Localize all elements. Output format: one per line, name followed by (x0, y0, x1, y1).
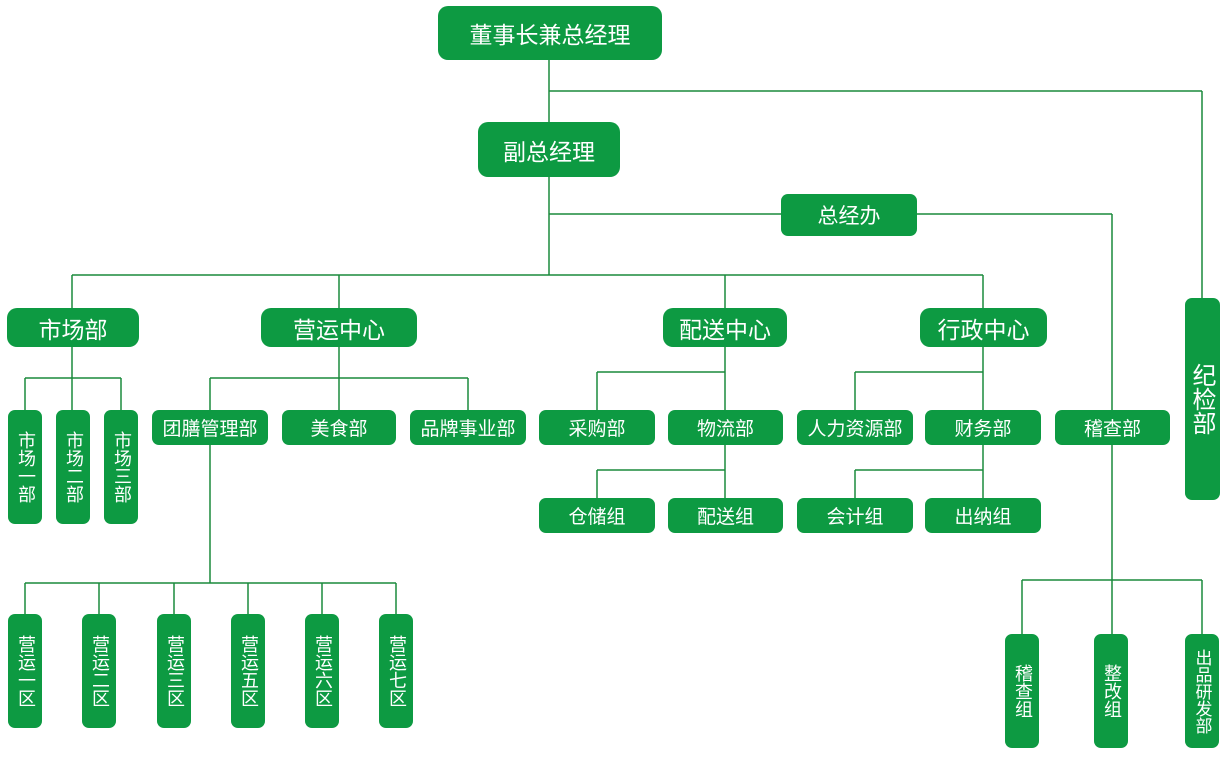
market-sub-2: 市场二部 (56, 410, 90, 524)
market-dept-node: 市场部 (7, 308, 139, 347)
discipline-node: 纪检部 (1185, 298, 1220, 500)
operations-center-node: 营运中心 (261, 308, 417, 347)
dist-sub-logistics: 物流部 (668, 410, 783, 445)
dist-sub-purchasing: 采购部 (539, 410, 655, 445)
admin-sub-finance: 财务部 (925, 410, 1041, 445)
ops-sub-catering: 团膳管理部 (152, 410, 268, 445)
admin-sub-hr: 人力资源部 (797, 410, 913, 445)
ops-zone-1: 营运一区 (8, 614, 42, 728)
logistics-group-storage: 仓储组 (539, 498, 655, 533)
finance-group-cashier: 出纳组 (925, 498, 1041, 533)
chairman-node: 董事长兼总经理 (438, 6, 662, 60)
ops-zone-5: 营运五区 (231, 614, 265, 728)
logistics-group-delivery: 配送组 (668, 498, 783, 533)
market-sub-1: 市场一部 (8, 410, 42, 524)
vice-gm-node: 副总经理 (478, 122, 620, 177)
market-sub-3: 市场三部 (104, 410, 138, 524)
audit-group-product-rd: 出品研发部 (1185, 634, 1219, 748)
audit-group-inspection: 稽查组 (1005, 634, 1039, 748)
ops-zone-3: 营运三区 (157, 614, 191, 728)
audit-dept-node: 稽查部 (1055, 410, 1170, 445)
distribution-center-node: 配送中心 (663, 308, 787, 347)
audit-group-rectification: 整改组 (1094, 634, 1128, 748)
ops-sub-food: 美食部 (282, 410, 396, 445)
ops-sub-brand: 品牌事业部 (410, 410, 526, 445)
ops-zone-6: 营运六区 (305, 614, 339, 728)
gm-office-node: 总经办 (781, 194, 917, 236)
ops-zone-2: 营运二区 (82, 614, 116, 728)
admin-center-node: 行政中心 (920, 308, 1047, 347)
finance-group-accounting: 会计组 (797, 498, 913, 533)
ops-zone-7: 营运七区 (379, 614, 413, 728)
